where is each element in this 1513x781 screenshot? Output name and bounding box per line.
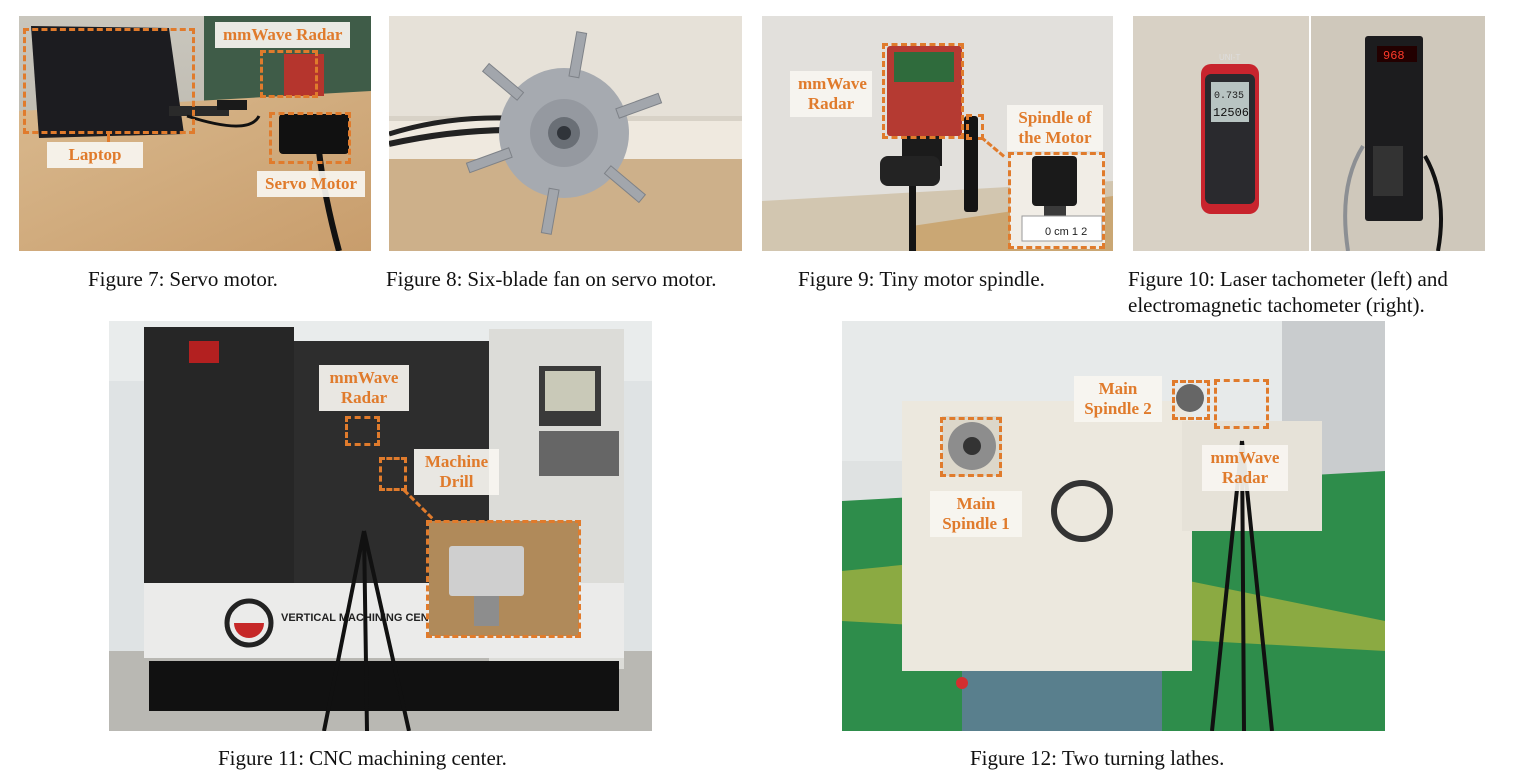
radar-box [1214, 379, 1269, 429]
figure-9-caption: Figure 9:Tiny motor spindle. [798, 266, 1045, 292]
figure-11-caption: Figure 11:CNC machining center. [218, 745, 507, 771]
figure-number: Figure 12: [970, 746, 1057, 770]
caption-text: Tiny motor spindle. [879, 267, 1045, 291]
figure-11-photo: VERTICAL MACHINING CENTER mmWave Radar M… [109, 321, 652, 731]
caption-text: Two turning lathes. [1061, 746, 1225, 770]
spindle-2-label: Main Spindle 2 [1074, 376, 1162, 422]
radar-box [260, 50, 318, 98]
caption-text: Laser tachometer (left) and [1219, 267, 1448, 291]
figure-number: Figure 7: [88, 267, 165, 291]
motor-leader [309, 164, 312, 170]
spindle-source-box [966, 114, 984, 140]
figure-number: Figure 10: [1128, 267, 1215, 291]
figure-7-photo: mmWave Radar Laptop Servo Motor [19, 16, 371, 251]
lcd-top: 0.735 [1214, 91, 1244, 102]
spindle-label: Spindle of the Motor [1007, 105, 1103, 151]
drill-box [379, 457, 407, 491]
drill-zoom-box [426, 520, 581, 638]
caption-text: Six-blade fan on servo motor. [467, 267, 717, 291]
figure-12-caption: Figure 12:Two turning lathes. [970, 745, 1224, 771]
tachometers-photo: 0.735 12506 UNI-T 968 [1133, 16, 1485, 251]
figure-number: Figure 9: [798, 267, 875, 291]
servo-motor-box [269, 112, 351, 164]
radar-label: mmWave Radar [319, 365, 409, 411]
figure-9-photo: 0 cm 1 2 mmWave Radar Spindle of the Mot… [762, 16, 1113, 251]
electromagnetic-tachometer: 968 [1343, 36, 1444, 251]
radar-label: mmWave Radar [215, 22, 351, 48]
radar-box [345, 416, 380, 446]
six-blade-fan-photo [389, 16, 742, 251]
drill-label: Machine Drill [414, 449, 499, 495]
figure-10-caption-line2: electromagnetic tachometer (right). [1128, 293, 1425, 317]
led-display: 968 [1383, 49, 1405, 63]
figure-number: Figure 11: [218, 746, 305, 770]
ruler-text: 0 cm 1 2 [1045, 226, 1087, 238]
laptop-box [23, 28, 195, 134]
figure-8-caption: Figure 8:Six-blade fan on servo motor. [386, 266, 716, 292]
turning-lathes-photo [842, 321, 1385, 731]
spindle-1-box [940, 417, 1002, 477]
servo-motor-label: Servo Motor [257, 171, 366, 197]
fan-icon [465, 31, 663, 235]
figure-10-photo: 0.735 12506 UNI-T 968 [1133, 16, 1485, 251]
laser-tachometer: 0.735 12506 UNI-T [1201, 53, 1259, 214]
figure-8-photo [389, 16, 742, 251]
figure-10-caption: Figure 10:Laser tachometer (left) and [1128, 266, 1448, 292]
figure-number: Figure 8: [386, 267, 463, 291]
spindle-zoom-box [1008, 152, 1105, 249]
laptop-leader [107, 134, 110, 142]
figure-7-caption: Figure 7:Servo motor. [88, 266, 278, 292]
spindle-1-label: Main Spindle 1 [930, 491, 1022, 537]
laptop-label: Laptop [47, 142, 143, 168]
radar-box [882, 43, 964, 139]
radar-label: mmWave Radar [1202, 445, 1288, 491]
figure-12-photo: Main Spindle 1 Main Spindle 2 mmWave Rad… [842, 321, 1385, 731]
caption-text: CNC machining center. [309, 746, 507, 770]
caption-text: Servo motor. [169, 267, 278, 291]
cnc-machine-photo: VERTICAL MACHINING CENTER [109, 321, 652, 731]
spindle-2-box [1172, 380, 1210, 420]
lcd-bottom: 12506 [1213, 106, 1249, 120]
brand-text: UNI-T [1219, 53, 1240, 62]
radar-label: mmWave Radar [790, 71, 872, 117]
